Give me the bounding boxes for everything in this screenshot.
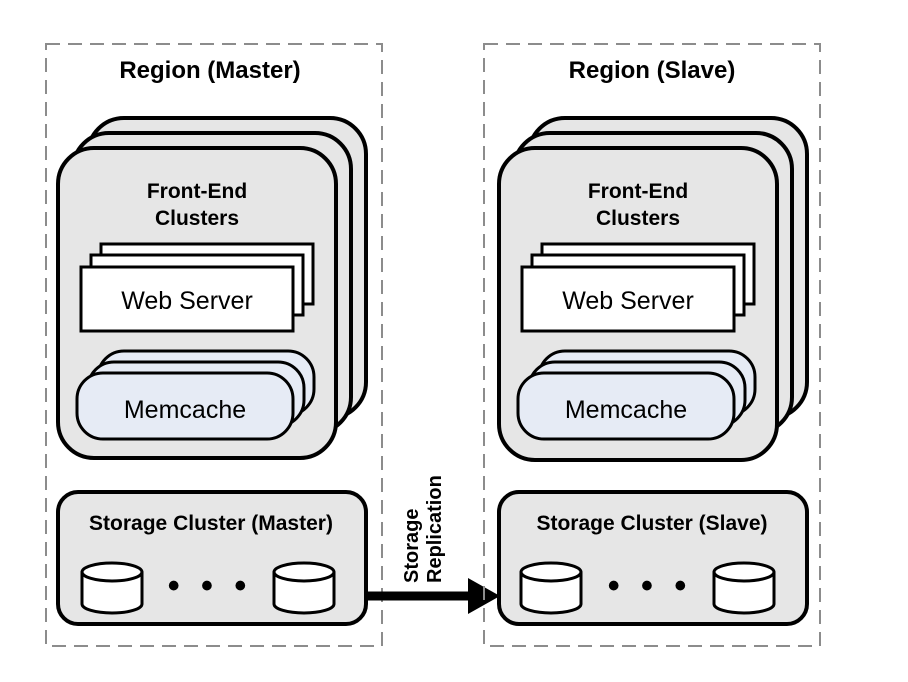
frontend-cluster-label-line1: Front-End	[147, 180, 247, 203]
storage-ellipsis: • • •	[608, 567, 693, 605]
database-icon	[80, 561, 144, 615]
replication-label-line2: Replication	[424, 475, 446, 583]
web-server-stack-slave	[520, 242, 756, 333]
memcache-label: Memcache	[124, 396, 246, 424]
database-icon	[519, 561, 583, 615]
web-server-label: Web Server	[121, 287, 253, 315]
region-slave: Region (Slave) Front-End Clusters Web Se…	[483, 43, 821, 647]
database-icon	[272, 561, 336, 615]
region-master: Region (Master) Front-End Clusters Web S…	[45, 43, 383, 647]
frontend-cluster-label-line2: Clusters	[596, 207, 680, 230]
memcache-pill-front	[516, 371, 736, 441]
frontend-cluster-label-line2: Clusters	[155, 207, 239, 230]
web-server-stack-master	[79, 242, 315, 333]
web-server-label: Web Server	[562, 287, 694, 315]
frontend-cluster-label-line1: Front-End	[588, 180, 688, 203]
memcache-pill-front	[75, 371, 295, 441]
memcache-label: Memcache	[565, 396, 687, 424]
region-slave-title: Region (Slave)	[569, 57, 736, 84]
storage-cluster-master-label: Storage Cluster (Master)	[89, 512, 333, 535]
region-master-border	[45, 43, 383, 647]
web-server-box-front	[520, 265, 736, 333]
replication-label-line1: Storage	[401, 509, 423, 583]
memcache-stack-master	[75, 349, 316, 441]
storage-cluster-slave-label: Storage Cluster (Slave)	[536, 512, 767, 535]
web-server-box-front	[79, 265, 295, 333]
region-slave-border	[483, 43, 821, 647]
region-master-title: Region (Master)	[119, 57, 300, 84]
storage-ellipsis: • • •	[168, 567, 253, 605]
database-icon	[712, 561, 776, 615]
memcache-stack-slave	[516, 349, 757, 441]
